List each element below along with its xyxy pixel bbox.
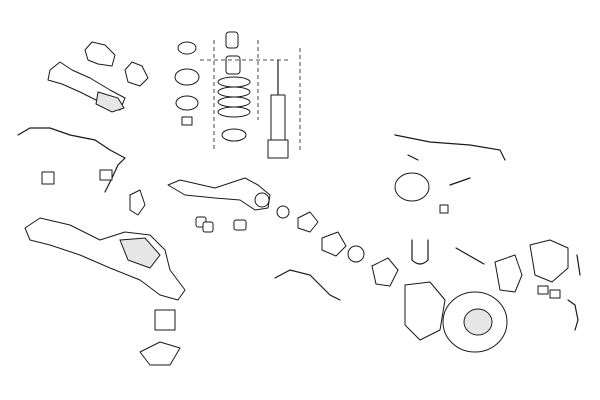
strut-mount-stack — [174, 41, 200, 126]
stabilizer-bar-part — [17, 127, 126, 193]
mount-bracket-part — [129, 189, 146, 216]
drive-shaft-part — [47, 61, 126, 113]
u-bolt-part — [411, 239, 429, 265]
cv-boot-part — [84, 41, 149, 87]
shock-absorber-part — [267, 59, 289, 159]
brake-shoe-part — [394, 154, 471, 214]
abs-sensor-part — [274, 269, 579, 331]
wheel-bearing-parts — [276, 205, 399, 287]
coil-spring-part — [217, 76, 251, 142]
handbrake-cable-part — [394, 134, 506, 161]
brake-caliper-part — [529, 239, 569, 283]
subframe-part — [24, 217, 186, 366]
brake-pad-parts — [537, 254, 581, 299]
control-arm-part — [167, 177, 271, 211]
brake-line-part — [455, 247, 485, 265]
bushing-parts — [195, 216, 247, 233]
bump-stop-part — [225, 31, 241, 75]
brake-disc-part — [442, 291, 508, 353]
caliper-bracket-part — [494, 254, 523, 293]
brake-shield-part — [404, 281, 446, 341]
